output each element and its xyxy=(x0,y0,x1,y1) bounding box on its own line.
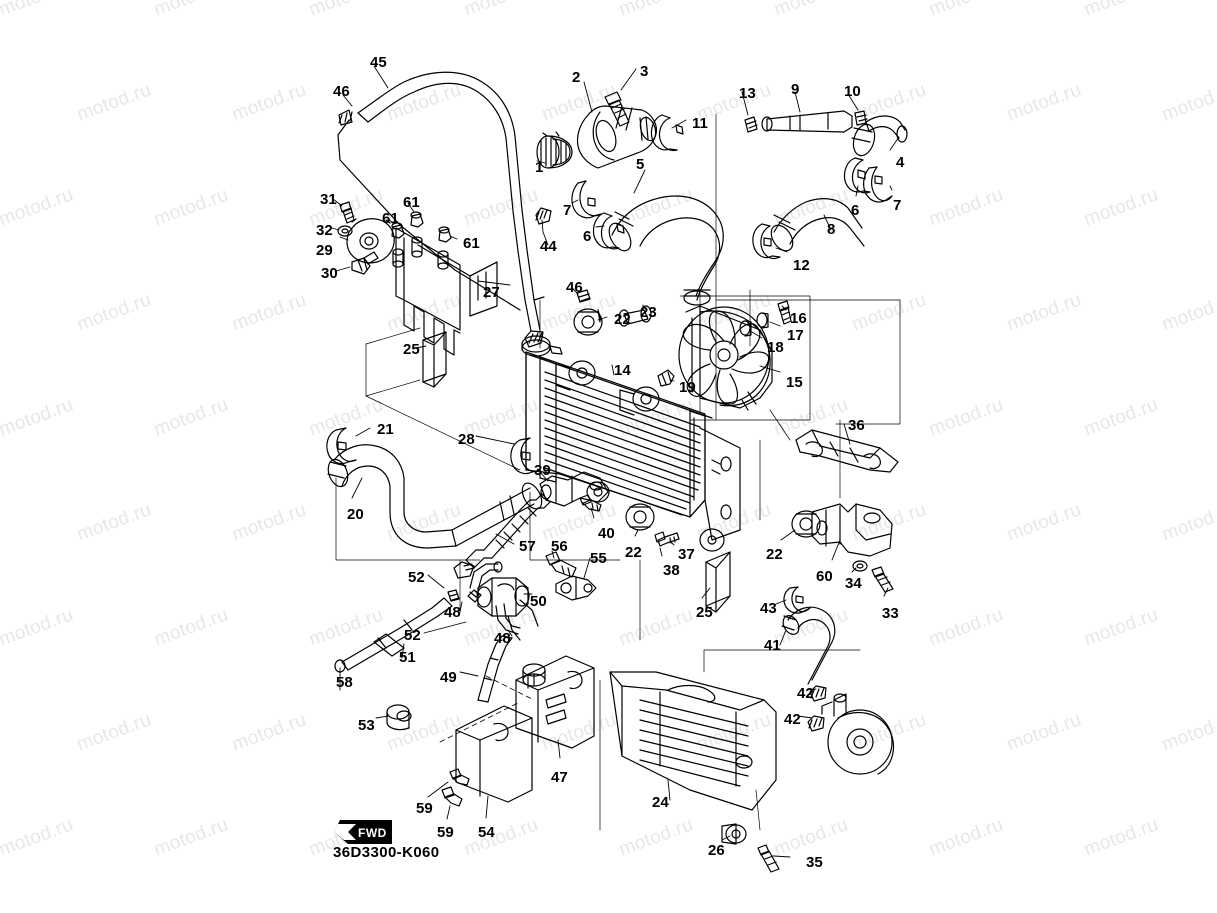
callout-number: 41 xyxy=(764,637,781,654)
callout-number: 52 xyxy=(404,627,421,644)
callout-number: 39 xyxy=(534,462,551,479)
callout-number: 22 xyxy=(625,544,642,561)
grommets-collars xyxy=(573,304,821,557)
callout-number: 7 xyxy=(893,197,902,214)
oil-cooler-assembly xyxy=(775,586,895,775)
rubber-blocks-25 xyxy=(415,331,731,613)
callout-number: 22 xyxy=(614,311,631,328)
fwd-label: FWD xyxy=(358,826,387,840)
cooling-fan-15 xyxy=(678,295,811,421)
callout-number: 50 xyxy=(530,593,547,610)
callout-number: 52 xyxy=(408,569,425,586)
callout-number: 60 xyxy=(816,568,833,585)
callout-number: 46 xyxy=(566,279,583,296)
callout-number: 7 xyxy=(563,202,572,219)
callout-number: 13 xyxy=(739,85,756,102)
mount-60 xyxy=(811,503,894,597)
small-clamps xyxy=(535,207,591,303)
thermo-unit-assembly xyxy=(331,198,511,356)
callout-number: 28 xyxy=(458,431,475,448)
callout-number: 11 xyxy=(692,115,708,132)
callout-number: 25 xyxy=(696,604,713,621)
callout-number: 32 xyxy=(316,222,333,239)
callout-number: 61 xyxy=(382,210,399,227)
callout-number: 43 xyxy=(760,600,777,617)
water-pump-50 xyxy=(334,561,539,731)
callout-number: 1 xyxy=(535,159,544,176)
callout-number: 3 xyxy=(640,63,649,80)
hose-5-assembly xyxy=(571,114,724,306)
callout-number: 12 xyxy=(793,257,810,274)
part-code-label: 36D3300-K060 xyxy=(333,844,440,861)
callout-number: 57 xyxy=(519,538,536,555)
pipe-57 xyxy=(453,493,597,601)
callout-number: 4 xyxy=(896,154,905,171)
callout-number: 26 xyxy=(708,842,725,859)
callout-number: 59 xyxy=(437,824,454,841)
callout-number: 2 xyxy=(572,69,581,86)
callout-number: 6 xyxy=(583,228,592,245)
callout-number: 10 xyxy=(844,83,861,100)
callout-number: 61 xyxy=(403,194,420,211)
hose-20-assembly xyxy=(326,427,543,549)
reservoir-47 xyxy=(427,655,595,820)
callout-number: 8 xyxy=(827,221,836,238)
callout-number: 42 xyxy=(797,685,814,702)
radiator-grille-24 xyxy=(609,671,791,873)
callout-number: 56 xyxy=(551,538,568,555)
callout-number: 29 xyxy=(316,242,333,259)
callout-number: 30 xyxy=(321,265,338,282)
callout-number: 58 xyxy=(336,674,353,691)
construction-lines xyxy=(335,275,901,831)
callout-number: 16 xyxy=(790,310,807,327)
callout-number: 23 xyxy=(640,304,657,321)
callout-number: 36 xyxy=(848,417,865,434)
callout-number: 5 xyxy=(636,156,645,173)
bracket-39 xyxy=(529,471,621,561)
callout-number: 42 xyxy=(784,711,801,728)
callout-number: 22 xyxy=(766,546,783,563)
callout-number: 53 xyxy=(358,717,375,734)
callout-number: 34 xyxy=(845,575,862,592)
callout-number: 48 xyxy=(444,604,461,621)
fwd-arrow-marker xyxy=(334,820,392,844)
hose-45-assembly xyxy=(337,65,549,348)
callout-number: 25 xyxy=(403,341,420,358)
radiator-14 xyxy=(521,335,741,552)
callout-number: 33 xyxy=(882,605,899,622)
callout-number: 45 xyxy=(370,54,387,71)
callout-number: 40 xyxy=(598,525,615,542)
callout-number: 49 xyxy=(440,669,457,686)
callout-number: 24 xyxy=(652,794,669,811)
pipe-9-assembly xyxy=(715,91,908,301)
callout-number: 47 xyxy=(551,769,568,786)
callout-number: 35 xyxy=(806,854,823,871)
callout-number: 15 xyxy=(786,374,803,391)
callout-number: 61 xyxy=(463,235,480,252)
callout-number: 19 xyxy=(679,379,696,396)
callout-number: 9 xyxy=(791,81,800,98)
callout-number: 51 xyxy=(399,649,416,666)
callout-number: 37 xyxy=(678,546,695,563)
callout-number: 46 xyxy=(333,83,350,100)
callout-number: 21 xyxy=(377,421,394,438)
callout-number: 59 xyxy=(416,800,433,817)
thermostat-assembly xyxy=(536,68,657,169)
callout-number: 55 xyxy=(590,550,607,567)
callout-number: 14 xyxy=(614,362,631,379)
callout-number: 18 xyxy=(767,339,784,356)
callout-number: 27 xyxy=(483,284,500,301)
callout-number: 38 xyxy=(663,562,680,579)
callout-number: 17 xyxy=(787,327,804,344)
callout-number: 54 xyxy=(478,824,495,841)
callout-number: 44 xyxy=(540,238,557,255)
callout-number: 20 xyxy=(347,506,364,523)
callout-number: 48 xyxy=(494,630,511,647)
callout-number: 31 xyxy=(320,191,337,208)
bracket-36 xyxy=(769,409,899,473)
callout-number: 6 xyxy=(851,202,860,219)
